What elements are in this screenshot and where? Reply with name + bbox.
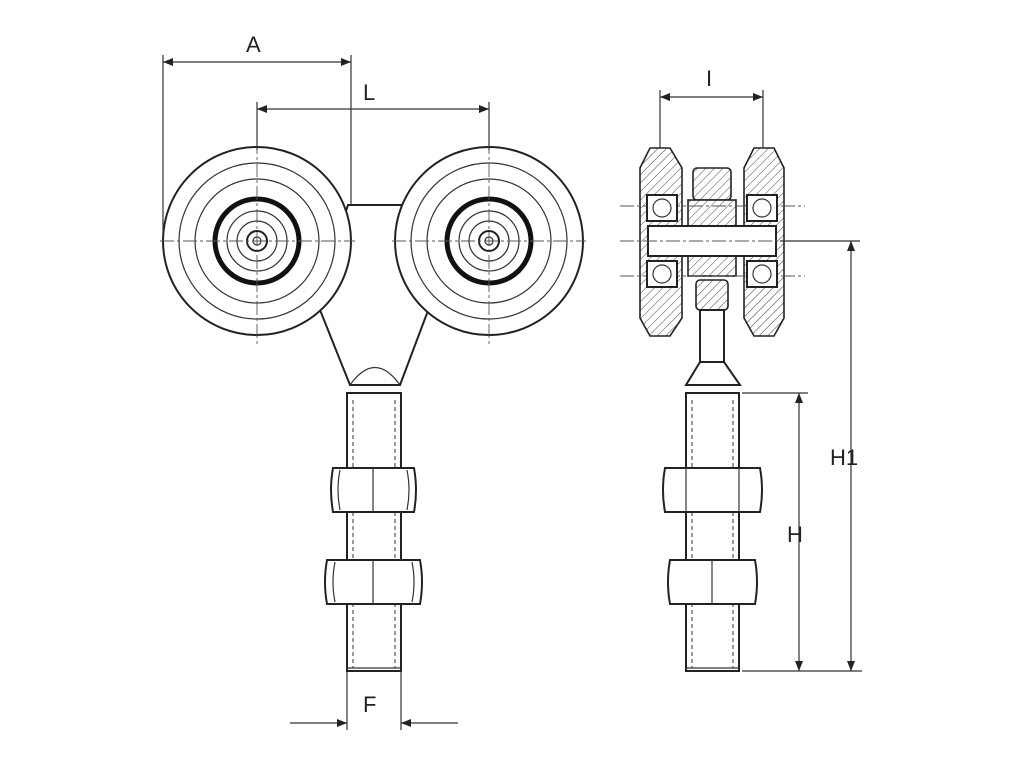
dimension-label-i: I — [706, 66, 712, 91]
side-upper-nut — [662, 467, 763, 513]
side-bolt — [685, 392, 740, 672]
dimension-label-a: A — [246, 32, 261, 57]
side-view — [620, 147, 850, 672]
side-flange — [684, 361, 742, 386]
dimension-label-l: L — [363, 80, 375, 105]
dimension-label-h: H — [787, 522, 803, 547]
front-view — [160, 140, 586, 672]
front-upper-nut — [330, 467, 417, 513]
side-bearings — [646, 194, 778, 288]
dimension-label-h1: H1 — [830, 445, 858, 470]
side-lower-nut — [667, 559, 758, 605]
dimension-label-f: F — [363, 692, 376, 717]
side-top-block — [692, 167, 732, 201]
dimension-lines — [162, 55, 862, 730]
front-lower-nut — [324, 559, 423, 605]
side-swivel — [695, 279, 729, 311]
front-bracket-neck — [349, 367, 401, 386]
front-bolt — [346, 392, 402, 672]
